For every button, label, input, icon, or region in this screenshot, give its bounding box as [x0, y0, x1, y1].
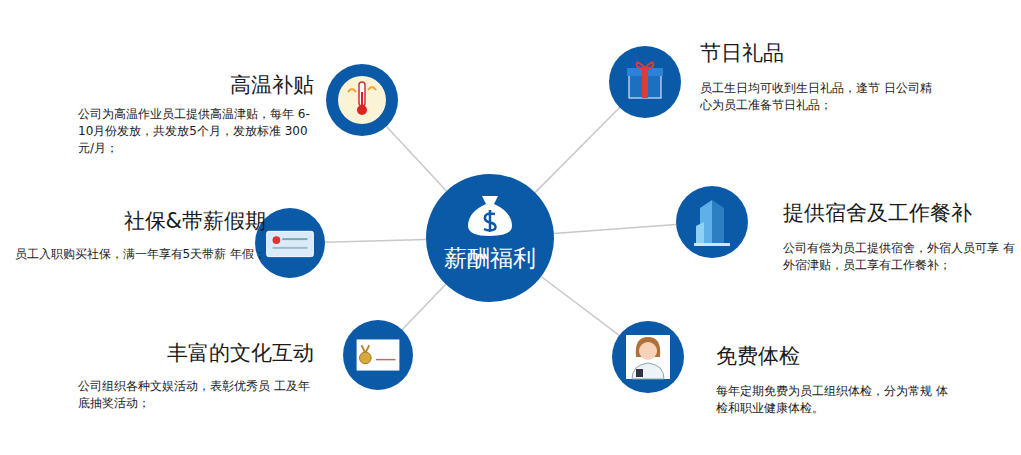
icon-graphic [612, 321, 684, 393]
benefit-heading: 节日礼品 [700, 40, 900, 66]
benefit-description: 公司为高温作业员工提供高温津贴，每年 6-10月份发放，共发放5个月，发放标准 … [78, 106, 314, 157]
icon-graphic [326, 64, 398, 136]
benefit-description: 公司有偿为员工提供宿舍，外宿人员可享 有外宿津贴，员工享有工作餐补； [783, 240, 1017, 274]
benefit-heading: 提供宿舍及工作餐补 [783, 200, 1015, 226]
benefit-description: 员工生日均可收到生日礼品，逢节 日公司精心为员工准备节日礼品； [700, 80, 940, 114]
benefit-icon: 提供宿舍及工作餐补公司有偿为员工提供宿舍，外宿人员可享 有外宿津贴，员工享有工作… [676, 186, 748, 258]
benefit-description: 公司组织各种文娱活动，表彰优秀员 工及年底抽奖活动； [78, 378, 314, 412]
benefit-heading: 社保&带薪假期 [60, 208, 266, 234]
benefit-heading: 丰富的文化互动 [110, 340, 314, 366]
central-circle: 薪酬福利 [426, 174, 554, 302]
benefit-icon: 免费体检每年定期免费为员工组织体检，分为常规 体检和职业健康体检。 [612, 321, 684, 393]
benefit-icon: 节日礼品员工生日均可收到生日礼品，逢节 日公司精心为员工准备节日礼品； [609, 46, 681, 118]
center-label: 薪酬福利 [426, 244, 554, 272]
icon-graphic [676, 186, 748, 258]
benefit-description: 员工入职购买社保，满一年享有5天带薪 年假； [4, 246, 266, 263]
benefit-heading: 免费体检 [716, 343, 916, 369]
benefit-icon: 高温补贴公司为高温作业员工提供高温津贴，每年 6-10月份发放，共发放5个月，发… [326, 64, 398, 136]
icon-graphic [426, 174, 554, 302]
connector-line [541, 277, 619, 336]
connector-line [535, 108, 620, 193]
benefit-heading: 高温补贴 [190, 72, 314, 98]
connector-line [386, 126, 446, 191]
icon-graphic [609, 46, 681, 118]
benefit-description: 每年定期免费为员工组织体检，分为常规 体检和职业健康体检。 [716, 383, 952, 417]
icon-graphic [343, 320, 413, 390]
connector-line [554, 225, 676, 234]
benefit-icon: 社保&带薪假期员工入职购买社保，满一年享有5天带薪 年假； [255, 208, 325, 278]
benefit-icon: 丰富的文化互动公司组织各种文娱活动，表彰优秀员 工及年底抽奖活动； [343, 320, 413, 390]
connector-line [402, 284, 446, 329]
connector-line [325, 240, 426, 243]
